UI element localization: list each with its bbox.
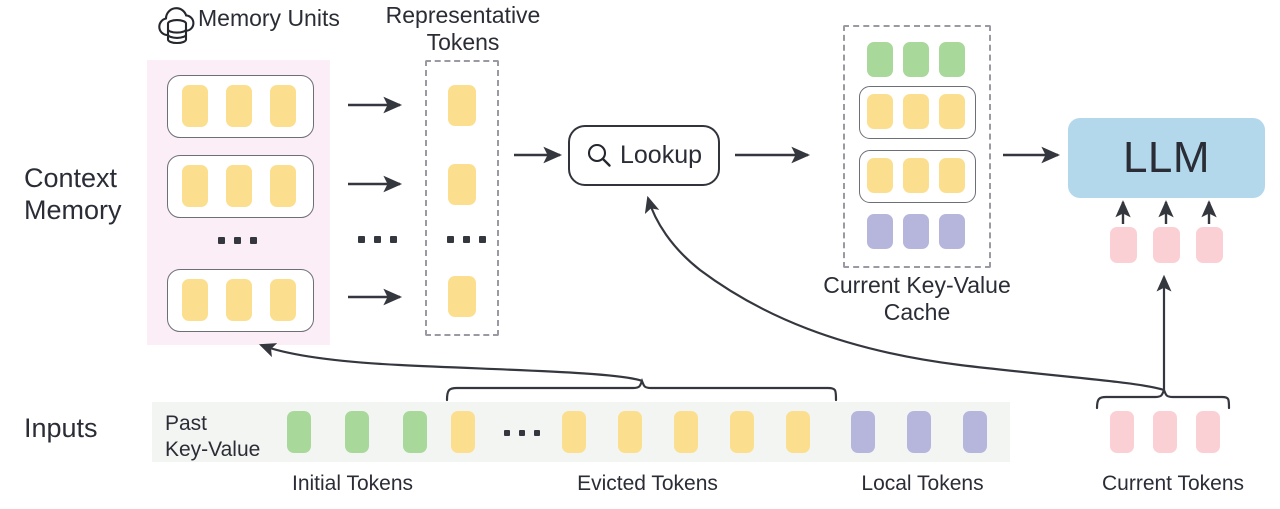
- arrow-evicted-to-context-memory: [258, 343, 643, 383]
- memory-unit-1-token-2: [226, 85, 252, 127]
- current-token-2: [1153, 411, 1177, 453]
- kv-row-1-token-3: [939, 42, 965, 77]
- memory-units-ellipsis: [218, 237, 257, 244]
- brace-evicted-tokens: [445, 378, 838, 402]
- caption-current-tokens: Current Tokens: [1101, 472, 1245, 495]
- input-token-local-1: [851, 411, 875, 453]
- arrow-memory-to-representative: [348, 96, 403, 306]
- representative-tokens-ellipsis: [447, 236, 486, 243]
- representative-tokens-box: [425, 60, 499, 336]
- context-memory-section-label: Context Memory: [24, 163, 122, 225]
- input-token-local-3: [963, 411, 987, 453]
- current-token-3: [1196, 411, 1220, 453]
- input-token-local-2: [907, 411, 931, 453]
- llm-input-token-2: [1153, 227, 1180, 263]
- memory-unit-1-token-3: [270, 85, 296, 127]
- representative-tokens-heading: Representative Tokens: [385, 2, 541, 56]
- memory-unit-3-token-2: [226, 279, 252, 321]
- llm-box[interactable]: LLM: [1068, 118, 1265, 198]
- memory-unit-1-token-1: [182, 85, 208, 127]
- representative-token-1: [448, 85, 476, 126]
- kv-row-2-token-1: [867, 94, 893, 129]
- caption-initial-tokens: Initial Tokens: [291, 472, 414, 495]
- current-token-1: [1110, 411, 1134, 453]
- input-token-evicted-5: [730, 411, 754, 453]
- kv-row-1-token-2: [903, 42, 929, 77]
- kv-row-3-token-2: [903, 158, 929, 193]
- input-token-initial-3: [403, 411, 427, 453]
- llm-input-token-3: [1196, 227, 1223, 263]
- kv-row-3-token-3: [939, 158, 965, 193]
- input-token-evicted-4: [674, 411, 698, 453]
- memory-unit-2-token-1: [182, 165, 208, 207]
- kv-row-2-token-2: [903, 94, 929, 129]
- current-kv-cache-heading: Current Key-Value Cache: [823, 272, 1011, 326]
- memory-unit-3-token-3: [270, 279, 296, 321]
- kv-row-2-token-3: [939, 94, 965, 129]
- input-token-evicted-6: [786, 411, 810, 453]
- input-token-evicted-1: [451, 411, 475, 453]
- brace-current-tokens: [1095, 387, 1231, 410]
- kv-row-3-token-1: [867, 158, 893, 193]
- caption-local-tokens: Local Tokens: [861, 472, 984, 495]
- lookup-label: Lookup: [619, 141, 703, 169]
- past-key-value-label: Past Key-Value: [165, 412, 261, 461]
- kv-row-4-token-3: [939, 214, 965, 249]
- representative-token-2: [448, 164, 476, 205]
- memory-units-heading: Memory Units: [198, 5, 340, 31]
- inputs-section-label: Inputs: [24, 413, 98, 443]
- arrow-current-tokens-to-llm-inputs: [1115, 200, 1217, 224]
- kv-row-4-token-1: [867, 214, 893, 249]
- kv-row-1-token-1: [867, 42, 893, 77]
- llm-input-token-1: [1110, 227, 1137, 263]
- cloud-database-icon: [158, 7, 195, 45]
- input-token-initial-1: [287, 411, 311, 453]
- input-tokens-ellipsis: [504, 430, 540, 436]
- lookup-box[interactable]: Lookup: [568, 125, 720, 186]
- representative-token-3: [448, 276, 476, 317]
- input-token-initial-2: [345, 411, 369, 453]
- kv-row-4-token-2: [903, 214, 929, 249]
- input-token-evicted-2: [562, 411, 586, 453]
- memory-unit-3-token-1: [182, 279, 208, 321]
- input-token-evicted-3: [618, 411, 642, 453]
- memory-unit-2-token-2: [226, 165, 252, 207]
- memory-unit-2-token-3: [270, 165, 296, 207]
- caption-evicted-tokens: Evicted Tokens: [577, 472, 718, 495]
- memory-to-rep-ellipsis: [358, 236, 397, 243]
- search-icon: [587, 143, 611, 167]
- llm-label: LLM: [1122, 133, 1211, 182]
